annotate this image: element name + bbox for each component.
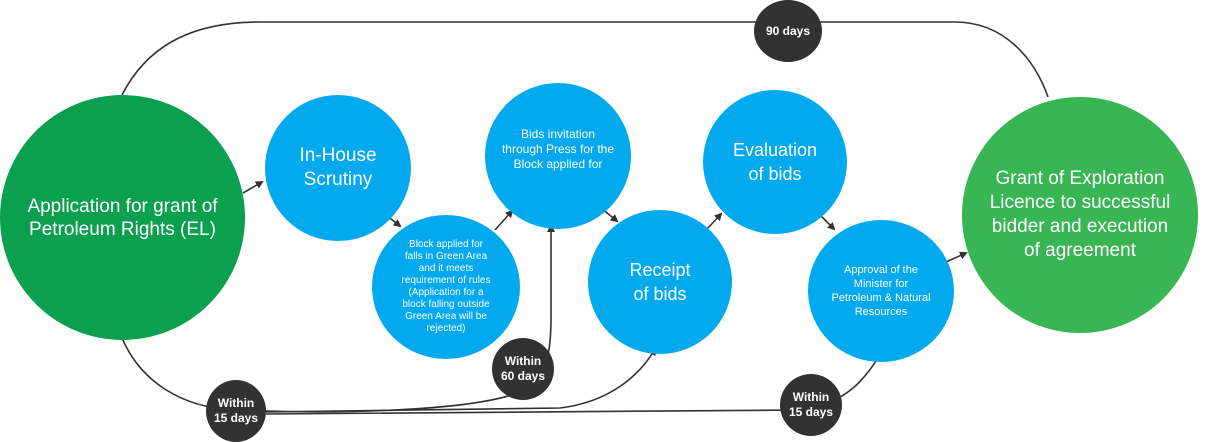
badge-within-15-days-second: Within 15 days <box>780 374 842 436</box>
node-bids-invitation: Bids invitation through Press for the Bl… <box>485 83 631 229</box>
node-minister-approval: Approval of the Minister for Petroleum &… <box>808 220 954 362</box>
node-grant-of-licence-label: Grant of Exploration Licence to successf… <box>989 168 1171 261</box>
line-approval-to-grant <box>945 251 968 263</box>
node-block-green-area-check-label: Block applied for falls in Green Area an… <box>401 239 491 334</box>
node-application: Application for grant of Petroleum Right… <box>0 95 245 340</box>
node-minister-approval-label: Approval of the Minister for Petroleum &… <box>831 264 931 318</box>
badge-within-15-days-second-label: Within 15 days <box>788 390 834 419</box>
badge-within-15-days-first-label: Within 15 days <box>213 396 259 425</box>
node-receipt-of-bids: Receipt of bids <box>588 210 732 354</box>
badge-within-60-days-label: Within 60 days <box>500 354 546 383</box>
node-evaluation-of-bids: Evaluation of bids <box>703 90 847 234</box>
node-application-label: Application for grant of Petroleum Right… <box>27 195 218 240</box>
badge-within-60-days: Within 60 days <box>492 338 554 400</box>
bottom-line-to-receipt <box>265 347 657 413</box>
node-block-green-area-check: Block applied for falls in Green Area an… <box>372 215 520 359</box>
node-in-house-scrutiny-label: In-House Scrutiny <box>299 145 377 190</box>
node-bids-invitation-label: Bids invitation through Press for the Bl… <box>501 127 615 171</box>
badge-90-days-label: 90 days <box>765 23 811 38</box>
line-evaluation-to-approval <box>819 214 836 231</box>
node-receipt-of-bids-label: Receipt of bids <box>629 260 691 304</box>
line-block-to-invitation <box>494 209 514 231</box>
loop-90-days-line <box>121 21 1049 98</box>
line-application-to-scrutiny <box>242 180 264 194</box>
badge-90-days: 90 days <box>754 0 822 62</box>
node-evaluation-of-bids-label: Evaluation of bids <box>732 140 818 184</box>
line-receipt-to-evaluation <box>706 212 723 230</box>
node-in-house-scrutiny: In-House Scrutiny <box>265 95 411 241</box>
node-grant-of-licence: Grant of Exploration Licence to successf… <box>962 97 1198 333</box>
badge-within-15-days-first: Within 15 days <box>206 380 266 442</box>
